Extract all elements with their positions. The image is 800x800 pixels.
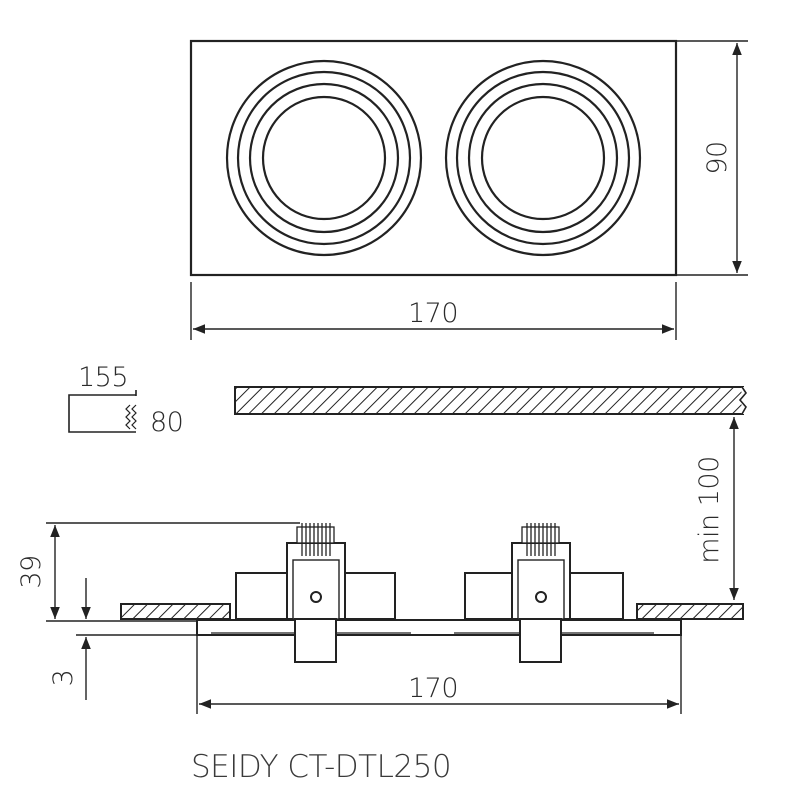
right-fixture-side <box>464 523 624 663</box>
ceiling-slab <box>234 386 744 415</box>
top-width-label: 170 <box>408 298 458 329</box>
flange-dimension <box>76 578 197 700</box>
top-view <box>189 39 678 277</box>
left-lamp-top <box>225 59 423 257</box>
cutout-symbol <box>68 390 137 433</box>
clearance-label: min 100 <box>694 456 725 564</box>
cutout-height-label: 80 <box>150 407 183 438</box>
left-fixture-side <box>235 523 396 663</box>
height-label: 39 <box>16 555 47 588</box>
cutout-width-label: 155 <box>78 362 128 393</box>
fixture-flange <box>196 619 682 636</box>
top-height-dimension <box>676 40 748 276</box>
product-name: SEIDY CT-DTL250 <box>191 749 451 785</box>
top-view-frame <box>189 39 678 277</box>
right-lamp-top <box>444 59 642 257</box>
left-terminal-block <box>296 523 335 556</box>
flange-label: 3 <box>48 670 79 687</box>
ceiling-panel-left <box>120 603 231 620</box>
right-terminal-block <box>521 523 560 556</box>
top-height-label: 90 <box>702 141 733 174</box>
top-width-dimension <box>190 282 677 340</box>
bottom-width-dimension <box>196 635 682 714</box>
ceiling-panel-right <box>636 603 744 620</box>
bottom-width-label: 170 <box>408 673 458 704</box>
height-dimension <box>46 522 300 622</box>
